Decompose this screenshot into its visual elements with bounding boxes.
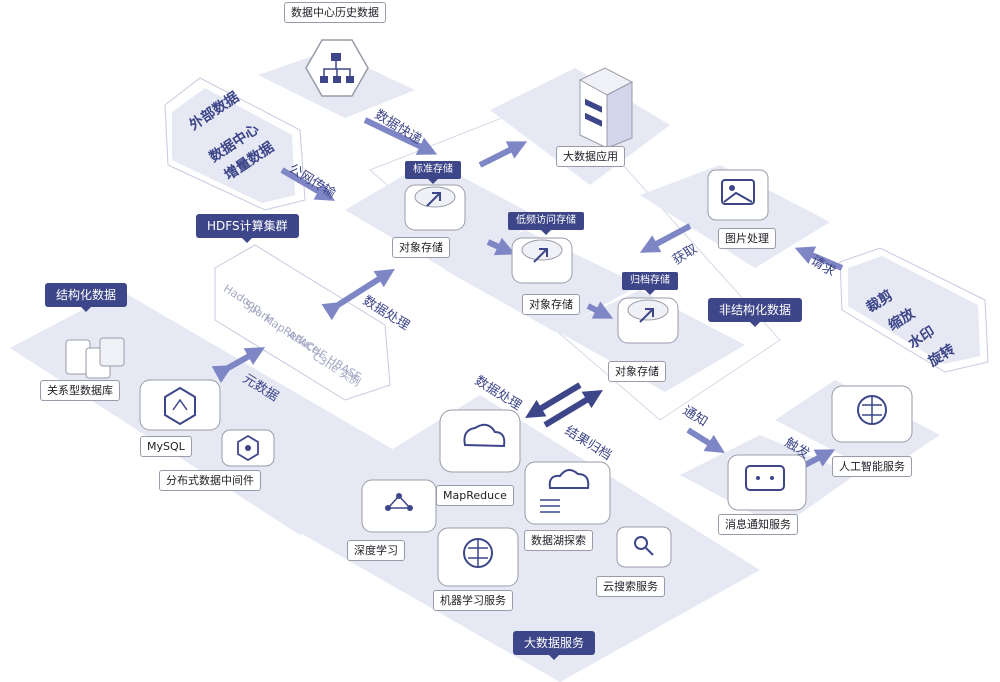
mapreduce-icon	[439, 409, 521, 473]
mysql-label: MySQL	[140, 436, 192, 457]
image-processing-icon	[707, 169, 769, 221]
middleware-label: 分布式数据中间件	[159, 470, 261, 491]
arrow-to-bigdata-app	[478, 141, 528, 168]
mapreduce-label: MapReduce	[436, 485, 514, 506]
std-storage-label: 对象存储	[392, 237, 450, 258]
mysql-icon	[139, 379, 221, 431]
server-rack-icon	[578, 67, 634, 149]
notify-service-label: 消息通知服务	[718, 514, 798, 535]
ai-service-label: 人工智能服务	[832, 456, 912, 477]
hdfs-tag: HDFS计算集群	[196, 214, 299, 243]
search-service-label: 云搜索服务	[596, 576, 665, 597]
message-notify-icon	[727, 454, 807, 511]
rdb-label: 关系型数据库	[40, 380, 120, 401]
arrow-notify	[686, 427, 725, 454]
bigdata-app-label: 大数据应用	[556, 146, 625, 167]
low-storage-tag: 低频访问存储	[508, 212, 584, 235]
arch-storage-tag: 归档存储	[622, 272, 678, 295]
machine-learning-icon	[437, 527, 519, 587]
arrow-express	[363, 117, 438, 155]
history-data-label: 数据中心历史数据	[284, 2, 386, 23]
hdfs-box	[214, 244, 391, 401]
ai-brain-icon	[831, 385, 913, 443]
arrow-metadata	[211, 347, 266, 383]
relational-db-icon	[65, 337, 125, 379]
deep-learning-label: 深度学习	[347, 540, 405, 561]
cloud-search-icon	[616, 526, 672, 568]
unstructured-tag: 非结构化数据	[708, 298, 803, 327]
object-storage-low-icon	[511, 237, 573, 284]
middleware-icon	[221, 429, 275, 467]
network-hexagon-icon	[305, 39, 369, 97]
image-processing-label: 图片处理	[718, 228, 776, 249]
low-storage-label: 对象存储	[522, 294, 580, 315]
std-storage-tag: 标准存储	[405, 161, 461, 184]
object-storage-std-icon	[404, 184, 466, 231]
data-lake-icon	[524, 461, 611, 525]
ml-service-label: 机器学习服务	[433, 590, 513, 611]
arrow-hdfs-bidirectional	[321, 268, 395, 321]
data-lake-label: 数据湖探索	[524, 530, 593, 551]
arrow-std-to-low	[486, 237, 516, 256]
arrow-data-proc	[525, 382, 582, 418]
arrow-trigger	[803, 449, 836, 468]
arrow-result-archive	[543, 390, 603, 428]
arrow-low-to-arch	[586, 301, 614, 319]
arrow-request	[794, 246, 844, 271]
object-storage-arch-icon	[617, 297, 679, 344]
arrow-public-net	[280, 167, 335, 201]
bigdata-service-platform	[278, 395, 760, 682]
bigdata-service-tag: 大数据服务	[513, 631, 596, 660]
structured-tag: 结构化数据	[45, 283, 128, 312]
arch-storage-label: 对象存储	[608, 361, 666, 382]
deep-learning-icon	[361, 479, 437, 533]
storage-zone-outline	[369, 94, 781, 421]
arrow-fetch	[639, 223, 692, 253]
